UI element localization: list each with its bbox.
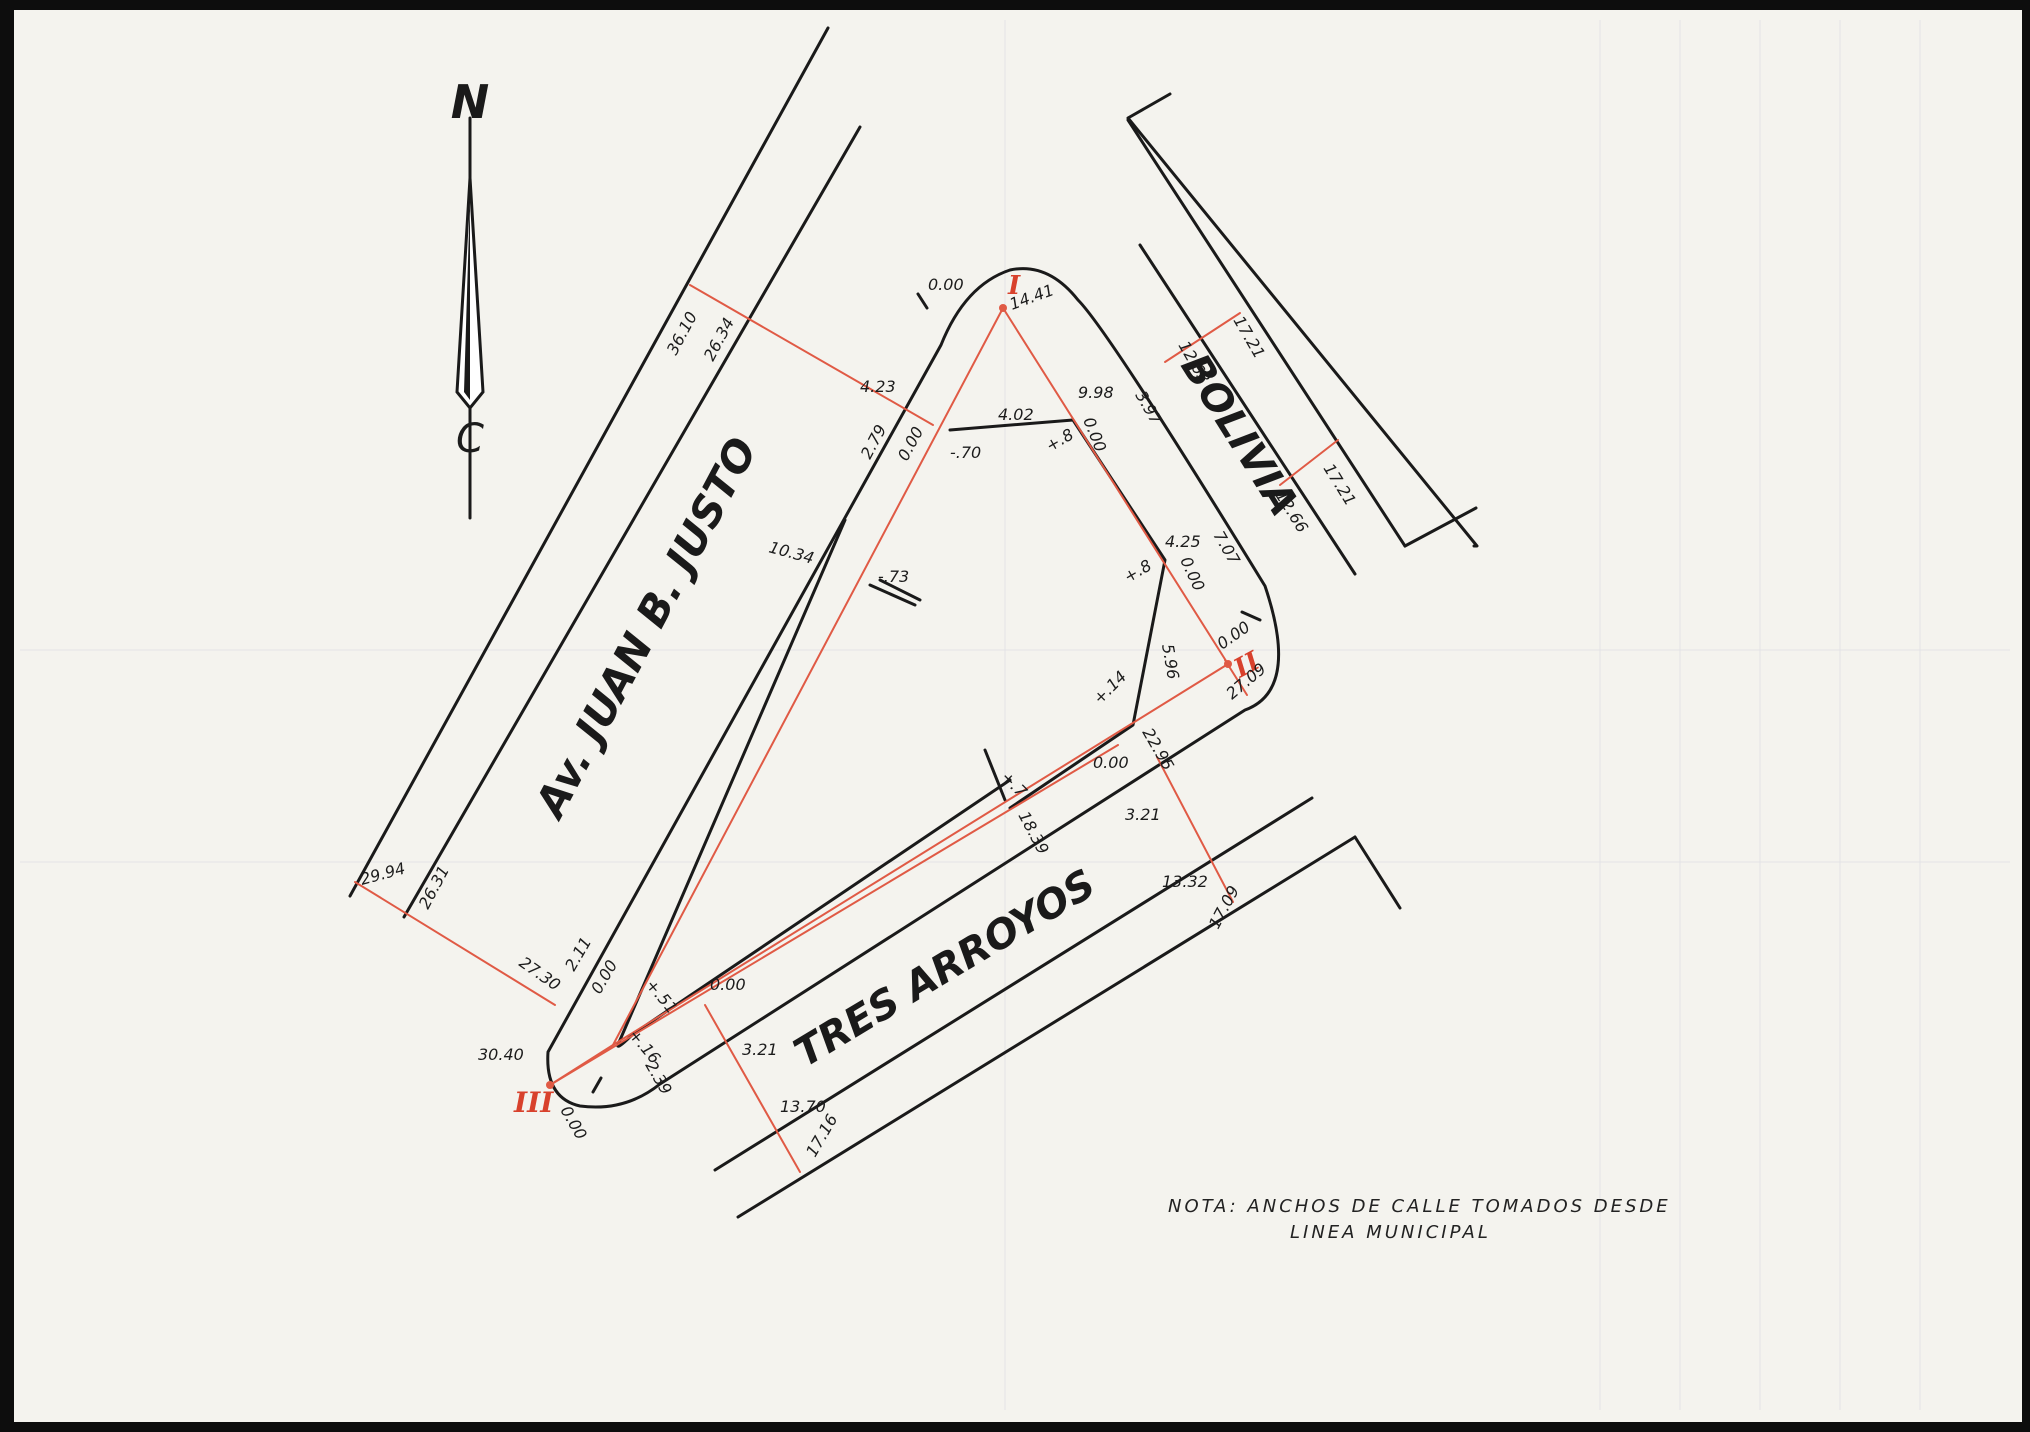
vertex-dot-ii (1224, 660, 1232, 668)
vertex-dot-i (999, 304, 1007, 312)
dim-label: 30.40 (478, 1045, 524, 1064)
dim-label: 3.21 (742, 1040, 778, 1059)
map-note-line-2: LINEA MUNICIPAL (1290, 1222, 1491, 1243)
vertex-label-i: I (1007, 271, 1021, 301)
survey-red-lines (354, 284, 1339, 1173)
dim-label: -.73 (878, 567, 909, 586)
faint-grid (20, 20, 2010, 1410)
dim-label: -.70 (950, 443, 981, 462)
dim-label: 13.70 (780, 1097, 826, 1116)
dim-label: 13.32 (1162, 872, 1208, 891)
compass-lower-mark: C (456, 416, 484, 462)
north-arrow-icon (455, 116, 485, 520)
paper (14, 10, 2022, 1422)
dim-label: 0.00 (710, 975, 746, 994)
map-note-line-1: NOTA: ANCHOS DE CALLE TOMADOS DESDE (1168, 1196, 1671, 1217)
dim-label: 4.02 (998, 405, 1034, 424)
dim-label: 4.25 (1165, 532, 1201, 551)
dim-label: 3.21 (1125, 805, 1161, 824)
dim-label: 0.00 (928, 275, 964, 294)
dim-label: 4.23 (860, 377, 896, 396)
north-letter: N (451, 75, 490, 129)
dim-label: 9.98 (1078, 383, 1114, 402)
vertex-label-iii: III (513, 1086, 554, 1119)
vertex-dot-iii (546, 1081, 554, 1089)
dim-label: 0.00 (1093, 753, 1129, 772)
